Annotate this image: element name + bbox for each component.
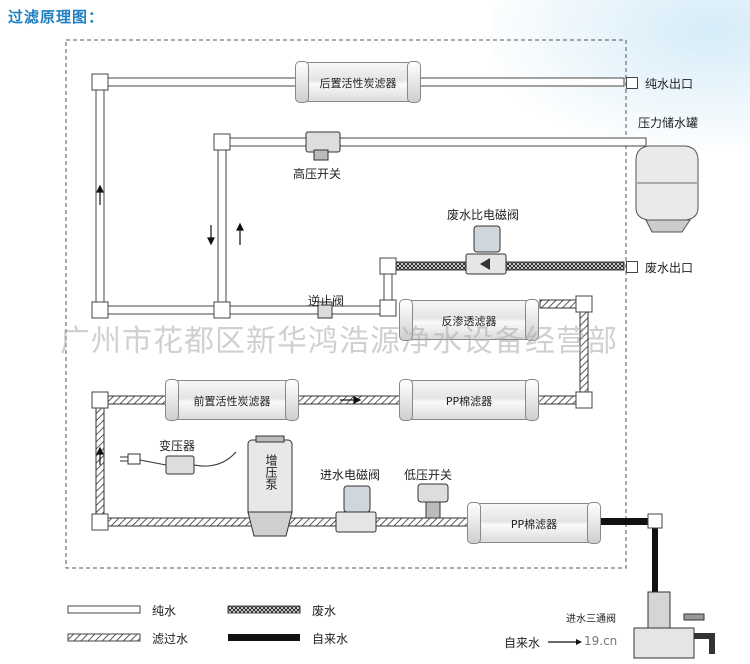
hp-switch-label: 高压开关	[293, 167, 342, 181]
footer-url-fragment: 19.cn	[584, 634, 618, 648]
legend-waste-swatch	[227, 605, 301, 614]
post-carbon-filter: 后置活性炭滤器	[295, 61, 421, 103]
waste-pipe	[391, 261, 625, 271]
waste-outlet-port	[626, 261, 638, 273]
legend-waste-label: 废水	[312, 604, 337, 618]
inlet-valve-label: 进水电磁阀	[320, 468, 381, 482]
legend-pure-swatch	[67, 605, 141, 614]
pure-outlet-port	[626, 77, 638, 89]
waste-valve-body	[465, 225, 507, 275]
legend-pure-label: 纯水	[152, 604, 177, 618]
ro-filter: 反渗透滤器	[399, 299, 539, 341]
tank-label: 压力储水罐	[638, 116, 699, 130]
tap-pipe-vertical	[652, 518, 658, 598]
pure-pipe-left-inner	[217, 137, 227, 315]
watermark-text: 广州市花都区新华鸿浩源净水设备经营部	[60, 324, 618, 359]
diagram-title: 过滤原理图：	[8, 8, 105, 26]
legend-filtered-label: 滤过水	[152, 632, 189, 646]
legend-filtered-swatch	[67, 633, 141, 642]
pure-pipe-check	[95, 305, 397, 315]
booster-pump-label: 增压泵	[264, 454, 278, 490]
legend-tap-swatch	[228, 634, 300, 641]
pressure-tank	[635, 145, 699, 233]
legend-tap-label: 自来水	[312, 632, 349, 646]
inlet-valve-body	[335, 485, 377, 533]
check-valve-label: 逆止阀	[308, 294, 345, 308]
lp-switch-body	[417, 483, 449, 519]
tap-pipe-horizontal	[556, 518, 656, 525]
waste-valve-label: 废水比电磁阀	[447, 208, 520, 222]
pure-pipe-tank	[217, 137, 647, 147]
pp-filter-mid: PP棉滤器	[399, 379, 539, 421]
pp-filter-bottom: PP棉滤器	[467, 502, 601, 544]
machine-boundary	[65, 39, 627, 569]
pre-carbon-filter: 前置活性炭滤器	[165, 379, 299, 421]
lp-switch-label: 低压开关	[404, 468, 453, 482]
check-valve-body	[317, 301, 333, 319]
tap-water-in-label: 自来水	[504, 636, 541, 650]
booster-pump-body	[247, 435, 293, 537]
background-gradient	[490, 0, 750, 150]
three-way-valve-label: 进水三通阀	[566, 614, 616, 625]
three-way-valve-body	[633, 591, 715, 659]
waste-outlet-label: 废水出口	[645, 261, 694, 275]
hp-switch-body	[305, 131, 341, 161]
transformer-body	[120, 451, 237, 475]
pure-outlet-label: 纯水出口	[645, 77, 694, 91]
transformer-label: 变压器	[159, 439, 196, 453]
